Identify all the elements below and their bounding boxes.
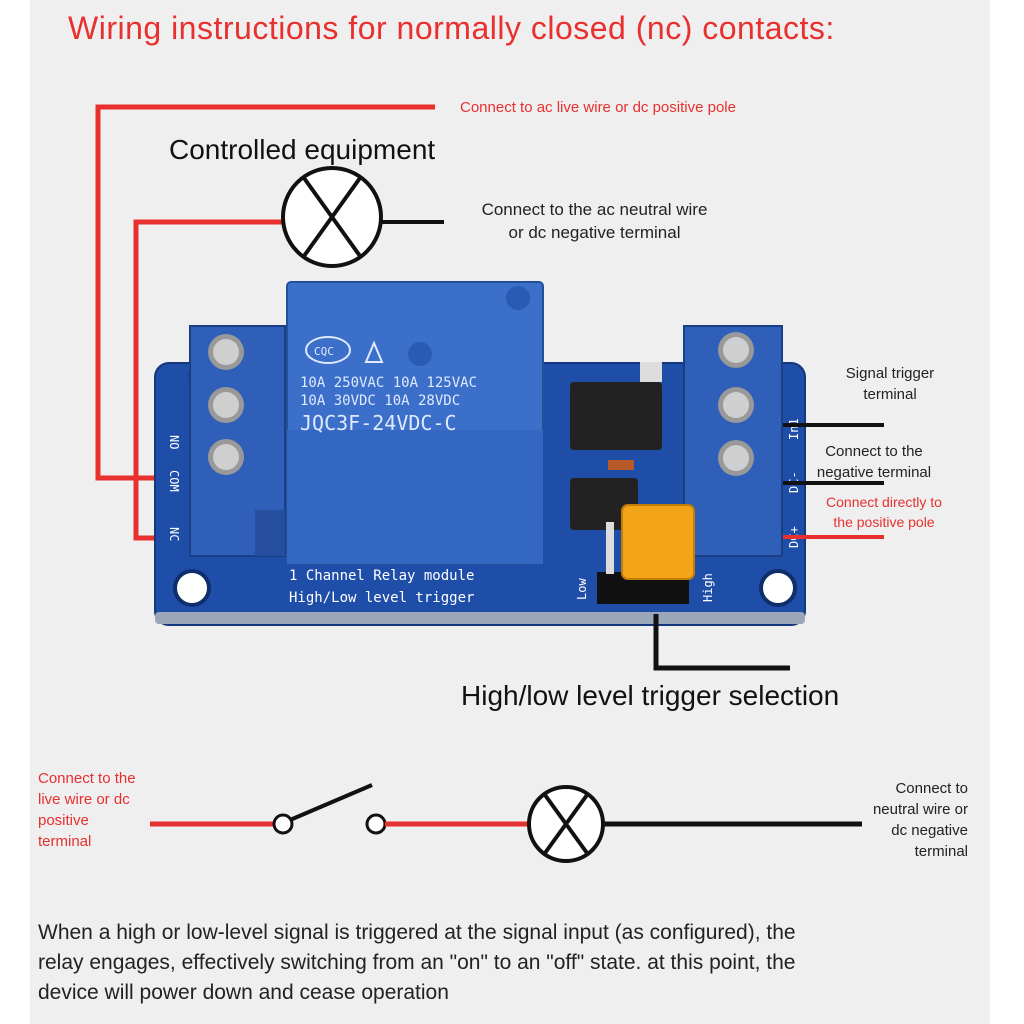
- rating-line-1: 10A 250VAC 10A 125VAC: [300, 375, 477, 391]
- jumper-low-label: Low: [575, 578, 589, 600]
- signal-terminal-label: Signal trigger terminal: [826, 363, 954, 405]
- screw-icon: [718, 332, 754, 368]
- live-wire: [95, 104, 435, 481]
- signal-label-line-2: terminal: [863, 386, 917, 403]
- bottom-right-line-3: dc negative: [891, 822, 968, 839]
- optocoupler: [570, 382, 662, 450]
- bottom-left-label: Connect to the live wire or dc positive …: [38, 768, 136, 852]
- bottom-lamp-icon: [527, 785, 605, 863]
- pin-nc-label: NC: [167, 527, 181, 541]
- pin-in-label: In1: [787, 418, 801, 440]
- signal-label-line-1: Signal trigger: [845, 365, 935, 382]
- page-title: Wiring instructions for normally closed …: [68, 10, 835, 46]
- description-line-2: relay engages, effectively switching fro…: [38, 951, 796, 974]
- screw-icon: [208, 334, 244, 370]
- screw-icon: [718, 440, 754, 476]
- neutral-label: Connect to the ac neutral wire or dc neg…: [452, 198, 737, 244]
- switch-terminal: [365, 813, 387, 835]
- neutral-label-line-2: or dc negative terminal: [508, 223, 681, 242]
- screw-icon: [208, 387, 244, 423]
- pin-no-label: NO: [167, 435, 181, 449]
- trigger-pointer: [653, 614, 790, 671]
- negative-label-line-2: negative terminal: [816, 464, 932, 481]
- bottom-right-line-2: neutral wire or: [872, 801, 968, 818]
- switch-blade: [289, 783, 373, 822]
- negative-label-line-1: Connect to the: [825, 443, 923, 460]
- description-line-3: device will power down and cease operati…: [38, 981, 449, 1004]
- cqc-badge: CQC: [314, 345, 334, 358]
- jumper-high-label: High: [701, 573, 715, 602]
- lamp-icon: [281, 166, 383, 268]
- rating-line-2: 10A 30VDC 10A 28VDC: [300, 393, 460, 409]
- positive-label-line-1: Connect directly to: [826, 494, 942, 510]
- positive-label-line-2: the positive pole: [833, 514, 935, 530]
- screw-icon: [718, 387, 754, 423]
- neutral-label-line-1: Connect to the ac neutral wire: [481, 200, 708, 219]
- trigger-selection-label: High/low level trigger selection: [461, 680, 840, 711]
- description-line-1: When a high or low-level signal is trigg…: [38, 921, 796, 944]
- board-label-1: 1 Channel Relay module: [289, 568, 474, 584]
- bottom-right-line-4: terminal: [914, 843, 968, 860]
- positive-pole-label: Connect directly to the positive pole: [810, 492, 958, 532]
- switch-terminal: [272, 813, 294, 835]
- relay-model: JQC3F-24VDC-C: [300, 411, 457, 435]
- screw-icon: [208, 439, 244, 475]
- pin-com-label: COM: [167, 470, 181, 492]
- jumper-cap: [621, 504, 695, 580]
- mount-hole: [759, 569, 797, 607]
- bottom-right-label: Connect to neutral wire or dc negative t…: [848, 778, 968, 862]
- board-label-2: High/Low level trigger: [289, 590, 474, 606]
- bottom-right-line-1: Connect to: [895, 780, 968, 797]
- bottom-left-line-4: terminal: [38, 833, 92, 850]
- bottom-left-line-2: live wire or dc: [38, 791, 130, 808]
- controlled-equipment-label: Controlled equipment: [169, 134, 436, 165]
- description-text: When a high or low-level signal is trigg…: [38, 918, 988, 1008]
- relay-module: CQC 10A 250VAC 10A 125VAC 10A 30VDC 10A …: [154, 281, 806, 626]
- mount-hole: [173, 569, 211, 607]
- negative-terminal-label: Connect to the negative terminal: [800, 441, 948, 483]
- bottom-left-line-3: positive: [38, 812, 89, 829]
- bottom-left-line-1: Connect to the: [38, 770, 136, 787]
- live-wire-label: Connect to ac live wire or dc positive p…: [460, 99, 736, 116]
